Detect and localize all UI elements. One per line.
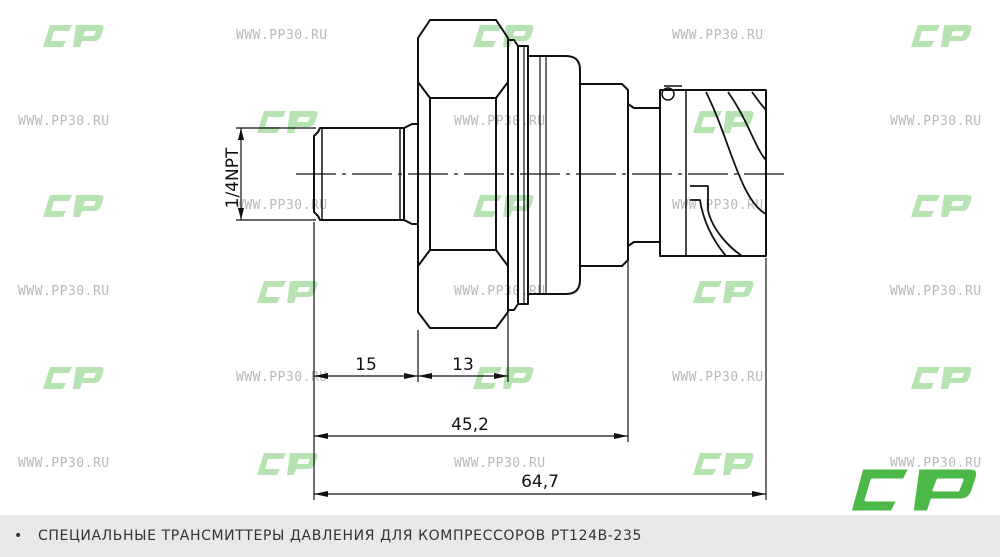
watermark-text: WWW.PP30.RU [890, 284, 982, 299]
watermark-logo-icon [690, 451, 756, 477]
technical-drawing: 1/4NPT 15 13 45,2 64,7 [223, 19, 790, 500]
watermark-logo-icon [40, 193, 106, 219]
caption-bar: • СПЕЦИАЛЬНЫЕ ТРАНСМИТТЕРЫ ДАВЛЕНИЯ ДЛЯ … [0, 515, 1000, 557]
neck [580, 83, 660, 267]
watermark-logo-icon [254, 279, 320, 305]
connector [659, 85, 767, 257]
watermark-text: WWW.PP30.RU [890, 114, 982, 129]
dim-45-label: 45,2 [451, 415, 489, 435]
watermark-text: WWW.PP30.RU [454, 284, 546, 299]
watermark-logo-icon [40, 365, 106, 391]
watermark-text: WWW.PP30.RU [236, 28, 328, 43]
body-cylinder [528, 55, 581, 295]
watermark-logo-icon [470, 365, 536, 391]
watermark-text: WWW.PP30.RU [454, 456, 546, 471]
watermark-logo-icon [690, 109, 756, 135]
watermark-logo-icon [908, 193, 974, 219]
watermark-logo-icon [40, 23, 106, 49]
watermark-text: WWW.PP30.RU [18, 284, 110, 299]
dim-15-label: 15 [355, 355, 377, 375]
caption-text: • СПЕЦИАЛЬНЫЕ ТРАНСМИТТЕРЫ ДАВЛЕНИЯ ДЛЯ … [0, 528, 642, 544]
caption-title: СПЕЦИАЛЬНЫЕ ТРАНСМИТТЕРЫ ДАВЛЕНИЯ ДЛЯ КО… [38, 528, 642, 544]
thread-fitting [313, 123, 418, 225]
watermark-text: WWW.PP30.RU [236, 198, 328, 213]
watermark-logo-icon [690, 279, 756, 305]
watermark-text: WWW.PP30.RU [454, 114, 546, 129]
dim-thread-label: 1/4NPT [223, 147, 243, 208]
watermark-logo-icon [908, 23, 974, 49]
watermark-text: WWW.PP30.RU [18, 114, 110, 129]
dimension-lines [236, 127, 767, 500]
watermark-text: WWW.PP30.RU [18, 456, 110, 471]
watermark-text: WWW.PP30.RU [672, 28, 764, 43]
caption-bullet: • [14, 528, 23, 544]
watermark-logo-icon [908, 365, 974, 391]
watermark-text: WWW.PP30.RU [236, 370, 328, 385]
collar [508, 39, 529, 311]
dim-13-label: 13 [452, 355, 474, 375]
brand-logo [848, 466, 980, 514]
dimension-arrows [238, 128, 766, 497]
dim-64-label: 64,7 [521, 472, 559, 492]
watermark-text: WWW.PP30.RU [672, 198, 764, 213]
watermark-text: WWW.PP30.RU [672, 370, 764, 385]
watermark-logo-icon [470, 23, 536, 49]
watermark-logo-icon [254, 451, 320, 477]
